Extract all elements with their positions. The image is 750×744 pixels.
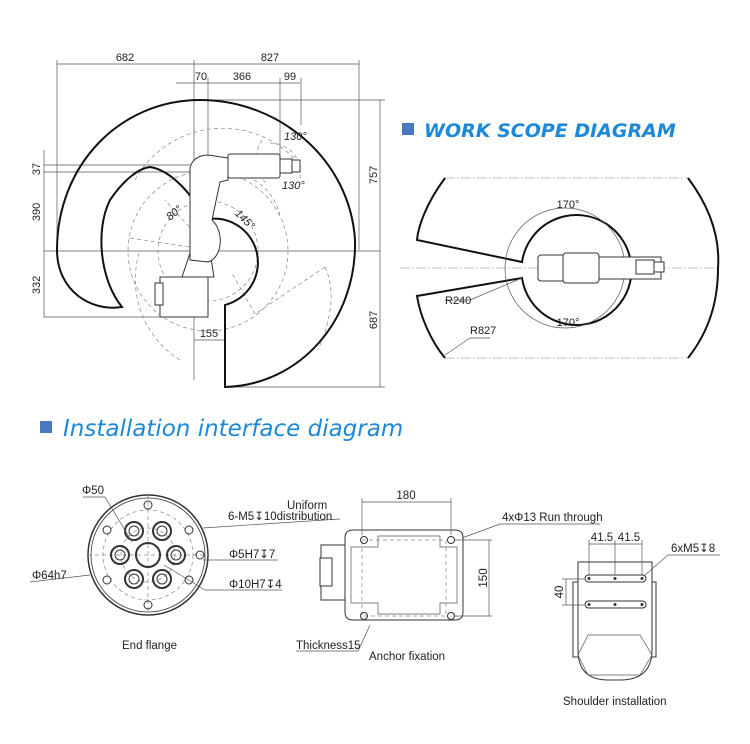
top-angle-170-bottom: 170°	[557, 317, 580, 329]
anchor-holes-label: 4xΦ13 Run through	[502, 512, 603, 524]
shoulder-spacing-left: 41.5	[591, 532, 613, 544]
shoulder-caption: Shoulder installation	[563, 696, 667, 708]
shoulder-spacing-right: 41.5	[618, 532, 640, 544]
shoulder-vertical-40: 40	[554, 586, 566, 599]
dim-366: 366	[233, 71, 251, 83]
dim-682: 682	[116, 52, 134, 64]
end-flange-caption: End flange	[122, 640, 177, 652]
dim-390: 390	[31, 203, 43, 221]
label-6-m5: 6-M5↧10distribution	[228, 511, 332, 523]
anchor-caption: Anchor fixation	[369, 651, 445, 663]
dim-757: 757	[368, 166, 380, 184]
dim-827: 827	[261, 52, 279, 64]
angle-130-top: 130°	[284, 131, 307, 143]
label-phi10h7: Φ10H7↧4	[229, 579, 282, 591]
anchor-height-150: 150	[478, 568, 490, 587]
end-flange-drawing: Φ50 Φ64h7 Uniform 6-M5↧10distribution Φ5…	[29, 485, 341, 652]
installation-heading: Installation interface diagram	[40, 416, 403, 442]
dim-687: 687	[368, 311, 380, 329]
robot-base-icon	[159, 276, 209, 318]
angle-80: 80°	[164, 203, 185, 223]
dim-99: 99	[284, 71, 296, 83]
work-scope-title: WORK SCOPE DIAGRAM	[424, 120, 676, 142]
dim-332: 332	[31, 276, 43, 294]
dim-70: 70	[195, 71, 207, 83]
anchor-thickness-label: Thickness15	[296, 640, 361, 652]
anchor-width-180: 180	[396, 490, 415, 502]
shoulder-holes-label: 6xM5↧8	[671, 543, 715, 555]
top-view-work-envelope: 170° 170° R240 R827	[400, 177, 720, 359]
work-scope-heading: WORK SCOPE DIAGRAM	[402, 120, 676, 142]
side-view-work-envelope: 682 827 70 366 99 37 390 332 757 687 155	[31, 52, 385, 389]
top-angle-170-top: 170°	[557, 199, 580, 211]
installation-title: Installation interface diagram	[63, 416, 403, 442]
heading-square-icon	[402, 123, 414, 135]
label-phi5h7: Φ5H7↧7	[229, 549, 275, 561]
shoulder-installation-drawing: 41.5 41.5 40 6xM5↧8 Shoulder installatio…	[554, 532, 720, 708]
anchor-fixation-drawing: 180 150 4xΦ13 Run through Thickness15 An…	[296, 490, 603, 663]
radius-r827: R827	[470, 325, 496, 337]
angle-130-bottom: 130°	[282, 180, 305, 192]
robot-arm-link-icon	[189, 154, 229, 263]
heading-square-icon	[40, 421, 52, 433]
dim-37: 37	[31, 163, 43, 175]
label-phi50: Φ50	[82, 485, 104, 497]
radius-r240: R240	[445, 295, 471, 307]
dim-155: 155	[200, 328, 218, 340]
label-phi64h7: Φ64h7	[32, 570, 67, 582]
label-uniform: Uniform	[287, 500, 327, 512]
angle-145: 145°	[232, 208, 257, 233]
